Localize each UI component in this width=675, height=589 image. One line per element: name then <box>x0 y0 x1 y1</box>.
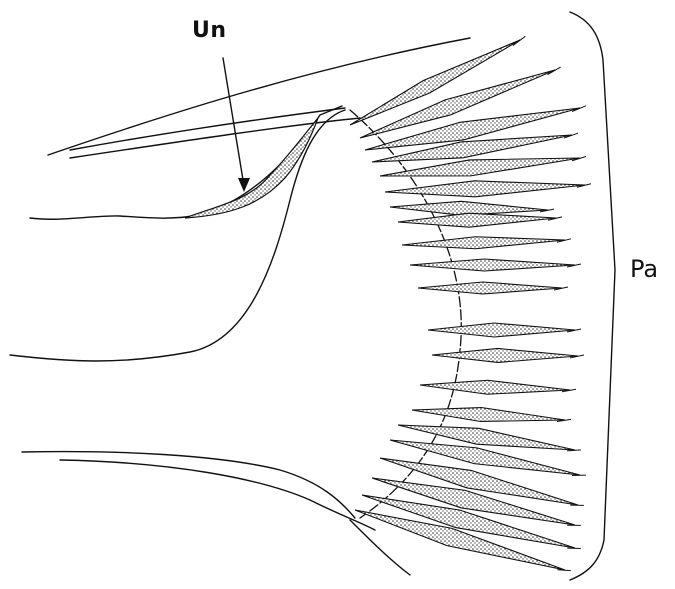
fiber <box>432 348 578 362</box>
label-un: Un <box>192 20 227 42</box>
upper-outline-line-3 <box>70 118 360 158</box>
fiber <box>398 213 556 227</box>
fiber-group <box>350 36 591 570</box>
right-bracket <box>570 12 615 580</box>
fiber <box>420 380 570 394</box>
fiber-tip <box>547 67 560 75</box>
lower-line <box>22 452 355 518</box>
fiber <box>402 237 565 249</box>
fiber-tip <box>513 36 526 45</box>
first-wavy-line <box>30 215 200 219</box>
fiber <box>418 282 562 294</box>
lower-line-2 <box>60 460 375 530</box>
fiber-tip <box>557 570 570 571</box>
fiber <box>412 408 565 422</box>
un-stippled-region <box>185 118 318 218</box>
fiber <box>410 259 575 271</box>
un-pointer-arrowhead <box>238 178 250 192</box>
fiber <box>428 323 575 337</box>
label-pa: Pa <box>630 257 658 281</box>
